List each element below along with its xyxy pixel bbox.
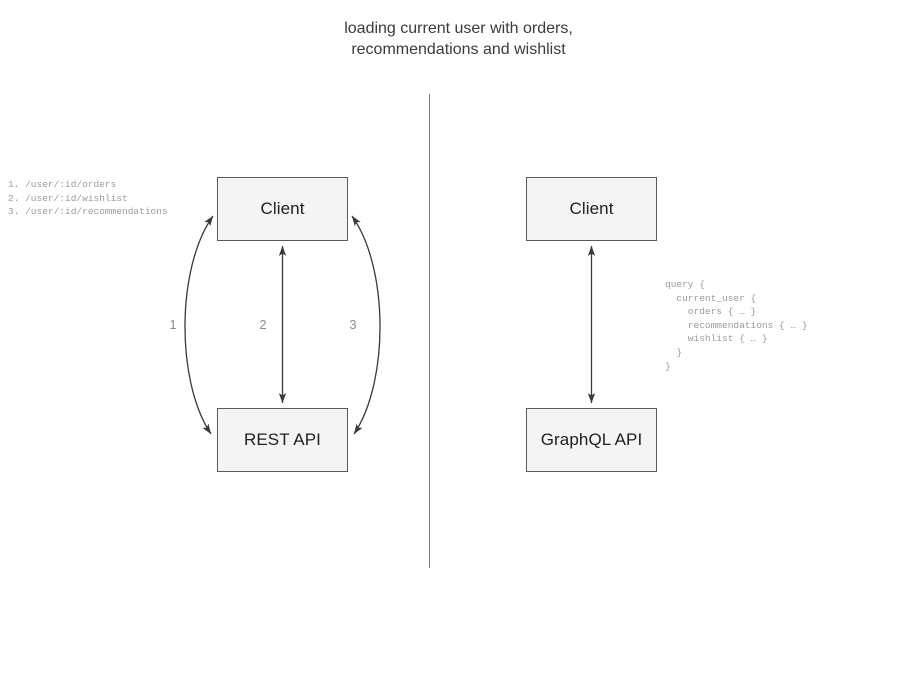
rest-edge-2-label: 2 xyxy=(259,317,267,332)
graphql-query-snippet: query { current_user { orders { … } reco… xyxy=(665,279,808,372)
node-graphql-client-label: Client xyxy=(569,199,614,218)
rest-edge-3-label: 3 xyxy=(349,317,357,332)
node-rest-client[interactable]: Client xyxy=(217,177,348,241)
node-graphql-api-label: GraphQL API xyxy=(540,430,643,449)
node-graphql-api[interactable]: GraphQL API xyxy=(526,408,657,472)
rest-endpoint-list: 1. /user/:id/orders 2. /user/:id/wishlis… xyxy=(8,179,168,218)
node-rest-api-label: REST API xyxy=(243,430,322,449)
page-title: loading current user with orders, recomm… xyxy=(344,20,573,58)
rest-edge-1-arrow xyxy=(184,215,214,435)
node-graphql-client[interactable]: Client xyxy=(526,177,657,241)
rest-edge-1-label: 1 xyxy=(169,317,177,332)
node-rest-client-label: Client xyxy=(260,199,305,218)
node-rest-api[interactable]: REST API xyxy=(217,408,348,472)
vertical-divider xyxy=(429,94,430,568)
